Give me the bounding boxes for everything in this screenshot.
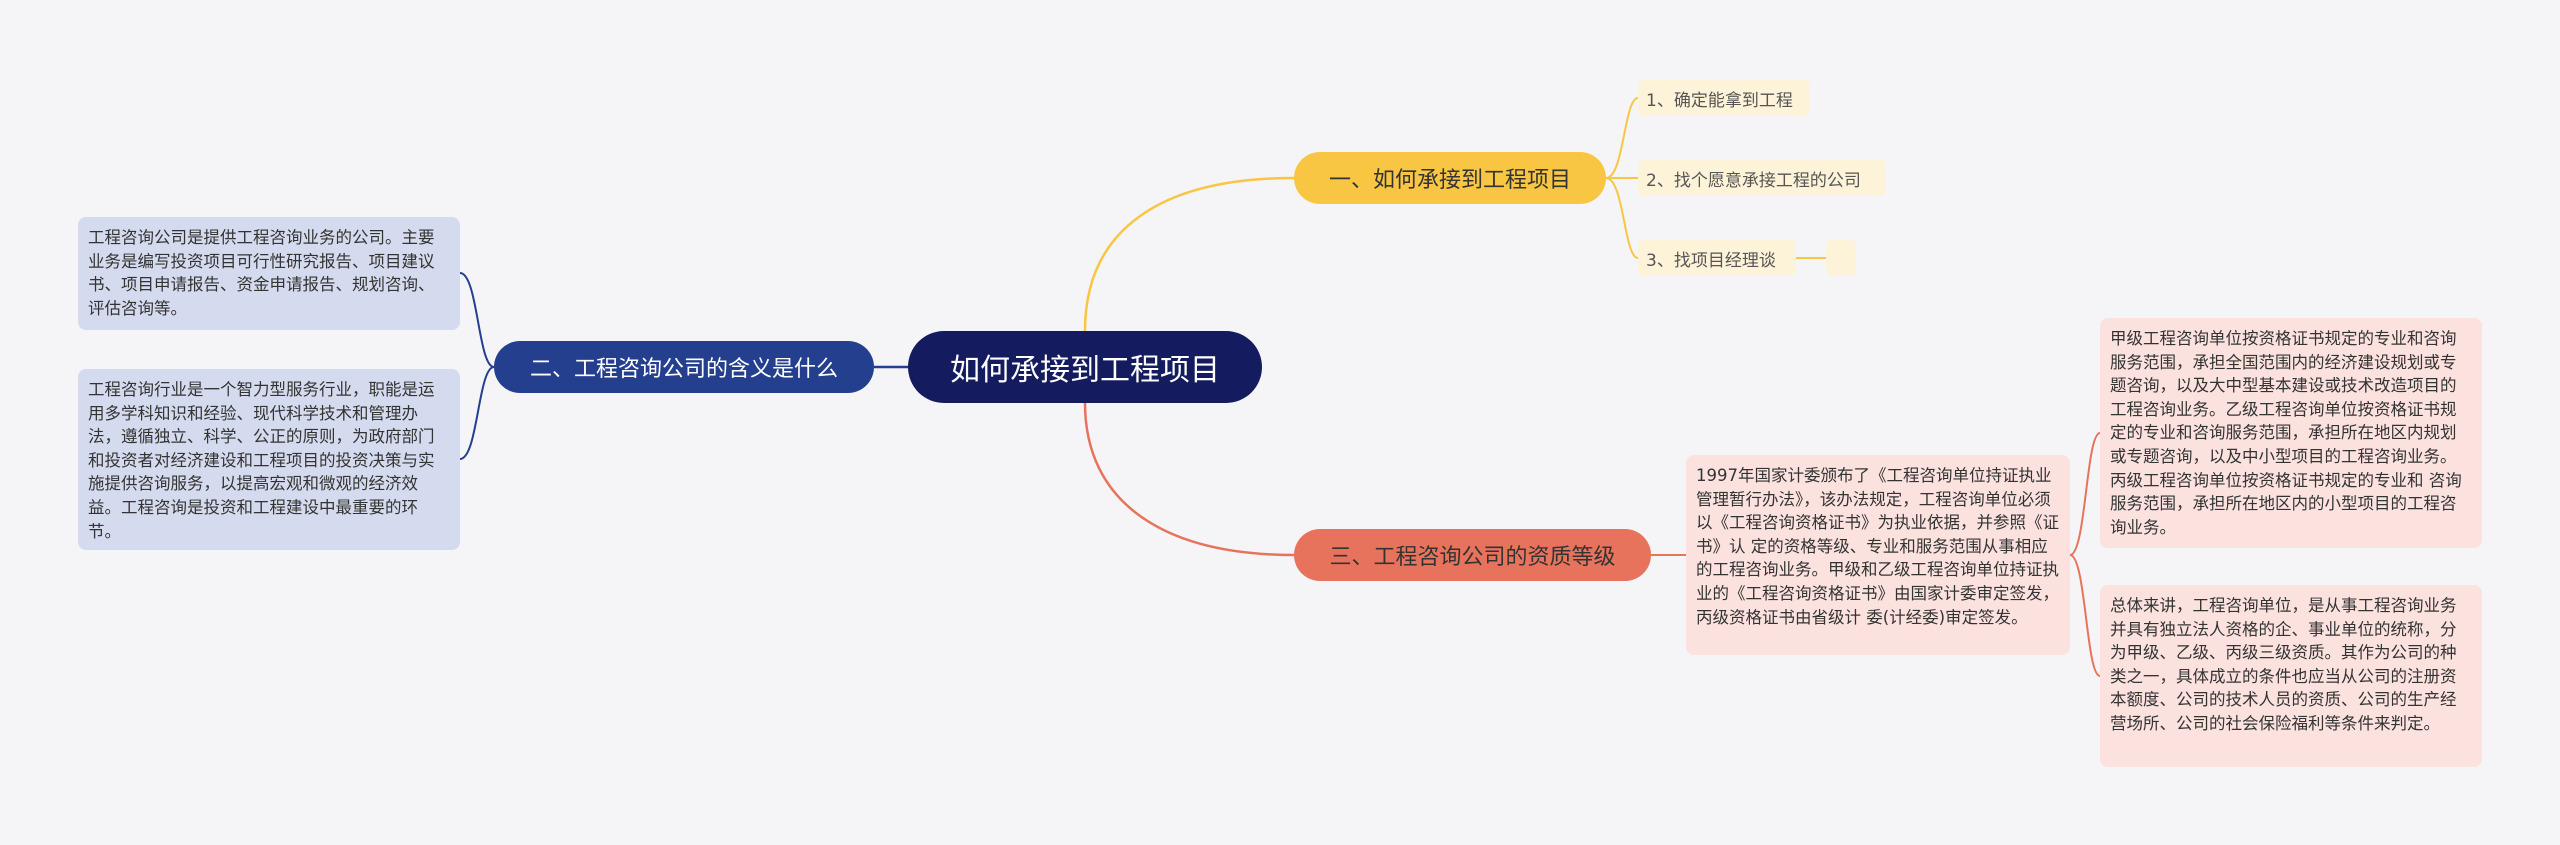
- note-qualification[interactable]: 1997年国家计委颁布了《工程咨询单位持证执业管理暂行办法》，该办法规定，工程咨…: [1686, 455, 2070, 655]
- link-branch1-leaf1: [1605, 97, 1639, 179]
- link-center-branch3: [1083, 402, 1295, 557]
- link-center-branch1: [1083, 176, 1295, 332]
- central-topic[interactable]: 如何承接到工程项目: [908, 331, 1262, 403]
- leaf-topic-2[interactable]: 2、找个愿意承接工程的公司: [1638, 160, 1886, 196]
- note-grade-scope[interactable]: 甲级工程咨询单位按资格证书规定的专业和咨询服务范围，承担全国范围内的经济建设规划…: [2100, 318, 2482, 548]
- leaf-topic-1[interactable]: 1、确定能拿到工程: [1638, 80, 1810, 116]
- note-summary[interactable]: 总体来讲，工程咨询单位，是从事工程咨询业务并具有独立法人资格的企、事业单位的统称…: [2100, 585, 2482, 767]
- link-note-subnotes: [2069, 432, 2101, 677]
- branch-topic-2[interactable]: 二、工程咨询公司的含义是什么: [494, 341, 874, 393]
- note-industry[interactable]: 工程咨询行业是一个智力型服务行业，职能是运用多学科知识和经验、现代科学技术和管理…: [78, 369, 460, 550]
- leaf-topic-empty[interactable]: [1826, 240, 1856, 276]
- link-branch2-notes: [459, 272, 495, 460]
- leaf-topic-3[interactable]: 3、找项目经理谈: [1638, 240, 1796, 276]
- link-branch1-leaf3: [1605, 177, 1639, 259]
- branch-topic-3[interactable]: 三、工程咨询公司的资质等级: [1294, 529, 1651, 581]
- note-definition[interactable]: 工程咨询公司是提供工程咨询业务的公司。主要业务是编写投资项目可行性研究报告、项目…: [78, 217, 460, 330]
- branch-topic-1[interactable]: 一、如何承接到工程项目: [1294, 152, 1606, 204]
